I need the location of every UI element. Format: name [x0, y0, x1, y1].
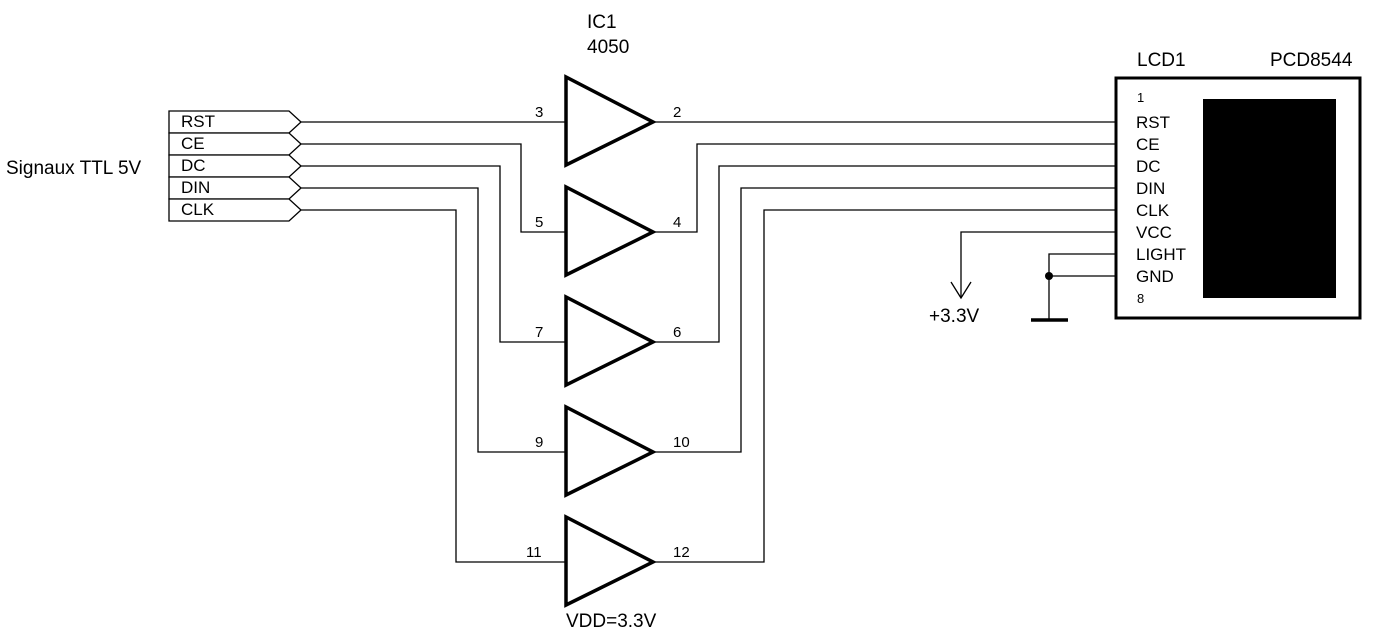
- input-signal-ce: CE: [168, 132, 302, 156]
- buffer-triangle: [564, 404, 657, 498]
- buffer-triangle: [564, 184, 657, 278]
- buffer-4-out-pin: 10: [673, 434, 690, 451]
- lcd-pin-rst: RST: [1136, 113, 1170, 132]
- wire-ce-in: [301, 143, 566, 233]
- lcd-pin-light: LIGHT: [1136, 245, 1186, 264]
- wire-vcc: [960, 231, 1116, 298]
- input-label-din: DIN: [181, 178, 210, 197]
- wire-din-out: [653, 187, 1116, 453]
- lcd-pin-ce: CE: [1136, 135, 1160, 154]
- wire-ce-out: [653, 143, 1116, 233]
- input-label: Signaux TTL 5V: [6, 158, 142, 179]
- lcd-module: LCD1 PCD8544 1 8 RST CE DC DIN CLK VCC L…: [1114, 50, 1362, 320]
- junction-dot: [1045, 272, 1053, 280]
- buffer-triangle: [564, 74, 657, 168]
- input-signal-din: DIN: [168, 176, 302, 200]
- buffer-5-out-pin: 12: [673, 544, 690, 561]
- buffer-2-out-pin: 4: [673, 214, 681, 231]
- buffer-triangle: [564, 514, 657, 608]
- lcd-pin-dc: DC: [1136, 157, 1161, 176]
- buffer-5: 11 12: [526, 514, 690, 608]
- power-ground: [1031, 253, 1116, 322]
- lcd-pin-gnd: GND: [1136, 267, 1174, 286]
- output-wires: [653, 121, 1116, 563]
- lcd-first-pin: 1: [1137, 90, 1144, 105]
- input-label-rst: RST: [181, 112, 215, 131]
- input-label-clk: CLK: [181, 200, 215, 219]
- wire-light: [1048, 253, 1116, 320]
- wire-dc-in: [301, 165, 566, 343]
- power-vcc: +3.3V: [929, 231, 1116, 327]
- lcd-part: PCD8544: [1270, 50, 1353, 71]
- buffer-2-in-pin: 5: [535, 214, 543, 231]
- buffer-1-out-pin: 2: [673, 104, 681, 121]
- input-signal-clk: CLK: [168, 198, 302, 222]
- ic-ref: IC1: [587, 12, 617, 33]
- input-signal-rst: RST: [168, 110, 302, 134]
- lcd-screen: [1203, 99, 1336, 298]
- buffer-triangle: [564, 294, 657, 388]
- input-connector: Signaux TTL 5V RST CE DC DIN CLK: [6, 110, 302, 222]
- lcd-pin-vcc: VCC: [1136, 223, 1172, 242]
- vcc-label: +3.3V: [929, 306, 980, 327]
- buffer-4-in-pin: 9: [535, 434, 543, 451]
- buffer-3-in-pin: 7: [535, 324, 543, 341]
- buffer-1: 3 2: [535, 74, 681, 168]
- wire-clk-out: [653, 209, 1116, 563]
- buffer-3-out-pin: 6: [673, 324, 681, 341]
- input-wires: [301, 121, 566, 563]
- vcc-arrow-icon: [950, 281, 972, 300]
- input-signal-dc: DC: [168, 154, 302, 178]
- buffer-1-in-pin: 3: [535, 104, 543, 121]
- lcd-pin-din: DIN: [1136, 179, 1165, 198]
- wire-dc-out: [653, 165, 1116, 343]
- wire-din-in: [301, 187, 566, 453]
- input-label-ce: CE: [181, 134, 205, 153]
- input-label-dc: DC: [181, 156, 206, 175]
- ic-supply: VDD=3.3V: [566, 611, 657, 632]
- ic-part: 4050: [587, 37, 629, 58]
- wire-clk-in: [301, 209, 566, 563]
- lcd-pin-clk: CLK: [1136, 201, 1170, 220]
- buffer-3: 7 6: [535, 294, 681, 388]
- buffer-2: 5 4: [535, 184, 681, 278]
- ic1-4050: IC1 4050 3 2 5 4 7 6 9 10 11 12 VDD=3.3V: [526, 12, 690, 632]
- buffer-5-in-pin: 11: [526, 544, 542, 561]
- lcd-last-pin: 8: [1137, 291, 1144, 306]
- lcd-ref: LCD1: [1137, 50, 1186, 71]
- buffer-4: 9 10: [535, 404, 690, 498]
